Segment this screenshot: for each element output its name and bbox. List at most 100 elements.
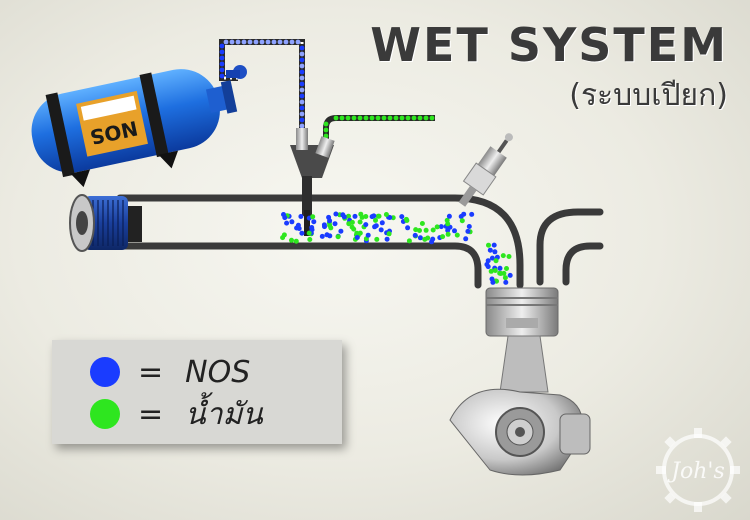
intake-pipe [116, 194, 524, 289]
flow-dot [265, 39, 271, 45]
flow-dot [430, 227, 436, 233]
legend-label-fuel: น้ำมัน [185, 396, 263, 432]
bottle-valve-icon [226, 65, 247, 79]
flow-dot [319, 233, 325, 239]
flow-dot [349, 219, 355, 225]
flow-dot [440, 234, 446, 240]
flow-dot [488, 268, 494, 274]
flow-dot [438, 224, 444, 230]
flow-dot [321, 222, 327, 228]
flow-dot [299, 57, 305, 63]
flow-dot [399, 115, 405, 121]
flow-dot [406, 238, 412, 244]
nos-flow-line [219, 39, 305, 129]
flow-dot [373, 223, 379, 229]
flow-dot [363, 222, 369, 228]
flow-dot [423, 115, 429, 121]
flow-dot [299, 230, 305, 236]
flow-dot [386, 231, 392, 237]
flow-dot [490, 279, 496, 285]
nos-bottle-icon: NOS [31, 69, 238, 188]
flow-dot [219, 55, 225, 61]
flow-dot [299, 45, 305, 51]
flow-dot [384, 236, 390, 242]
flow-dot [357, 115, 363, 121]
flow-dot [241, 39, 247, 45]
mixture-flow [280, 211, 513, 285]
flow-dot [417, 115, 423, 121]
flow-dot [281, 232, 287, 238]
flow-dot [446, 213, 452, 219]
flow-dot [393, 115, 399, 121]
flow-dot [333, 115, 339, 121]
flow-dot [229, 39, 235, 45]
flow-dot [417, 235, 423, 241]
flow-dot [445, 227, 451, 233]
flow-dot [357, 219, 363, 225]
fuel-dot-icon [90, 399, 120, 429]
flow-dot [299, 111, 305, 117]
flow-dot [376, 213, 382, 219]
flow-dot [298, 214, 304, 219]
flow-dot [445, 221, 451, 227]
flow-dot [373, 217, 378, 223]
flow-dot [497, 265, 503, 271]
flow-dot [299, 75, 305, 81]
flow-dot [465, 228, 471, 234]
flow-dot [452, 228, 457, 234]
flow-dot [491, 242, 497, 248]
flow-dot [403, 216, 409, 222]
flow-dot [277, 39, 283, 45]
flow-dot [352, 213, 358, 219]
flow-dot [454, 232, 460, 238]
flow-dot [507, 272, 513, 278]
flow-dot [506, 254, 512, 259]
flow-dot [485, 264, 491, 270]
flow-dot [429, 239, 435, 245]
flow-dot [383, 212, 389, 217]
flow-dot [219, 43, 225, 49]
flow-dot [405, 225, 411, 231]
flow-dot [463, 236, 469, 242]
flow-dot [359, 214, 365, 220]
flow-dot [345, 115, 351, 121]
flow-dot [423, 227, 429, 233]
fuel-injector-icon [458, 133, 513, 207]
flow-dot [306, 230, 312, 236]
flow-dot [492, 249, 498, 255]
flow-dot [503, 279, 509, 285]
flow-dot [502, 275, 508, 281]
flow-dot [371, 213, 377, 219]
flow-dot [387, 115, 393, 121]
flow-dot [489, 255, 495, 261]
flow-dot [419, 221, 425, 226]
flow-dot [458, 214, 464, 219]
flow-dot [346, 213, 351, 219]
flow-dot [378, 227, 384, 233]
flow-dot [459, 218, 465, 224]
logo-watermark: Joh's [656, 428, 740, 512]
flow-dot [311, 219, 317, 225]
flow-dot [299, 99, 305, 105]
nozzle-icon [290, 128, 335, 236]
flow-dot [375, 115, 381, 121]
flow-dot [413, 227, 419, 233]
flow-dot [327, 218, 333, 224]
legend-equals: = [138, 354, 164, 390]
flow-dot [323, 121, 329, 127]
flow-dot [310, 214, 316, 220]
flow-dot [429, 115, 435, 121]
flow-dot [223, 39, 229, 45]
flow-dot [504, 266, 509, 271]
flow-dot [307, 237, 313, 242]
flow-dot [299, 81, 305, 87]
air-filter-icon [69, 194, 142, 252]
diagram-title: WET SYSTEM [370, 18, 728, 72]
legend-label-nos: NOS [185, 354, 251, 390]
piston-icon [485, 287, 559, 393]
flow-dot [434, 224, 440, 230]
flow-dot [363, 115, 369, 121]
flow-dot [327, 233, 333, 239]
flow-dot [422, 236, 428, 242]
